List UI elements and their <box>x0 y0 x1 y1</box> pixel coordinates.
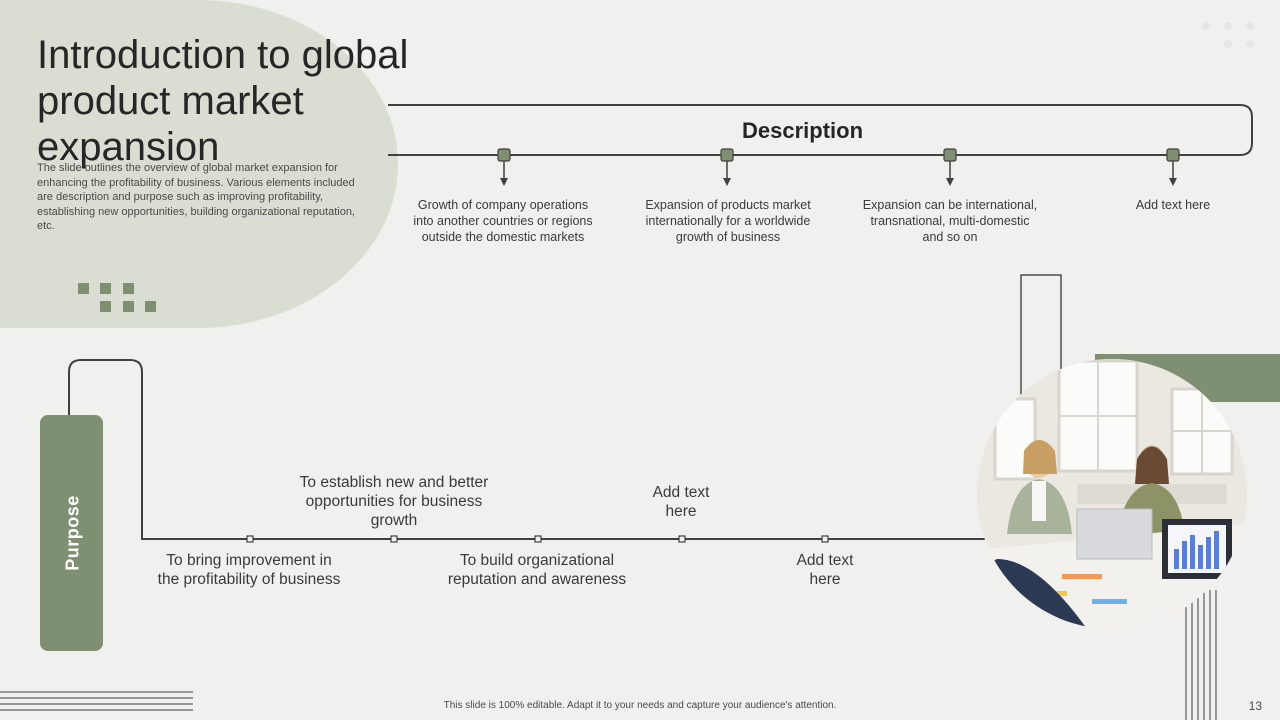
description-node-2 <box>720 148 734 186</box>
purpose-node-4 <box>678 535 686 543</box>
purpose-node-2 <box>390 535 398 543</box>
purpose-node-1 <box>246 535 254 543</box>
decorative-lines-bottom-right <box>1185 590 1217 720</box>
description-frame-line <box>388 104 1253 156</box>
description-text-1: Growth of company operations into anothe… <box>413 198 593 244</box>
purpose-node-5 <box>821 535 829 543</box>
slide-title: Introduction to global product market ex… <box>37 33 409 169</box>
purpose-timeline-line <box>68 359 1000 540</box>
purpose-text-4: Add text here <box>652 484 710 520</box>
meeting-photo-illustration <box>977 359 1247 629</box>
header-background-shape <box>0 0 398 328</box>
purpose-text-2: To establish new and better opportunitie… <box>299 474 489 529</box>
description-text-2: Expansion of products market internation… <box>645 198 811 244</box>
footer-note: This slide is 100% editable. Adapt it to… <box>443 700 837 711</box>
purpose-text-3: To build organizational reputation and a… <box>447 552 627 588</box>
purpose-pill <box>40 415 103 651</box>
meeting-photo <box>977 359 1247 629</box>
purpose-text-5: Add text here <box>796 552 854 588</box>
description-node-4 <box>1166 148 1180 186</box>
purpose-text-1: To bring improvement in the profitabilit… <box>157 552 341 588</box>
description-node-3 <box>943 148 957 186</box>
decorative-dots-top-right <box>1202 22 1254 48</box>
slide-subtitle: The slide outlines the overview of globa… <box>37 162 355 232</box>
decorative-lines-bottom-left <box>0 691 193 711</box>
description-node-1 <box>497 148 511 186</box>
purpose-label: Purpose <box>62 495 83 571</box>
description-text-3: Expansion can be international, transnat… <box>862 198 1038 244</box>
description-heading: Description <box>741 118 864 143</box>
page-number: 13 <box>1248 699 1262 713</box>
purpose-node-3 <box>534 535 542 543</box>
description-text-4: Add text here <box>1135 198 1211 212</box>
